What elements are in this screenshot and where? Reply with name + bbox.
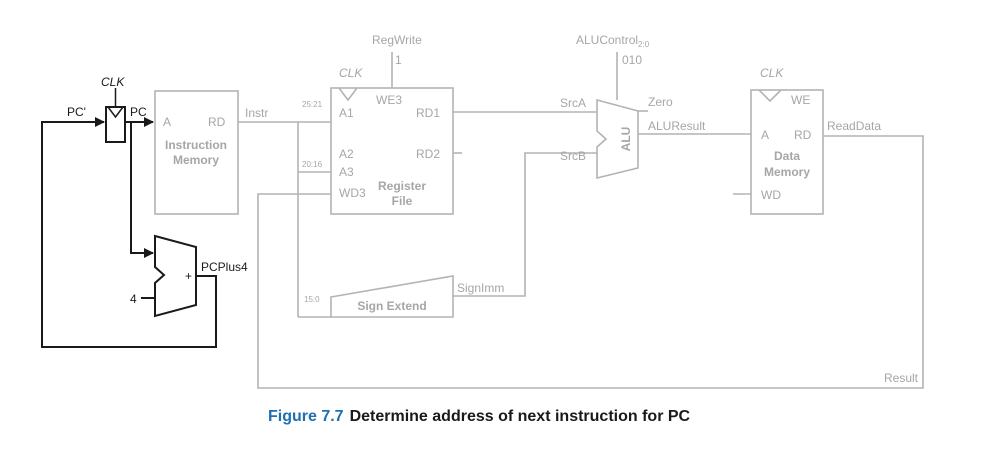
- result-label: Result: [884, 371, 919, 385]
- data-mem-label-1: Data: [774, 149, 800, 163]
- pc-clk-label: CLK: [101, 75, 125, 89]
- figure-number: Figure 7.7: [268, 408, 344, 425]
- figure-caption: Figure 7.7 Determine address of next inst…: [268, 408, 690, 426]
- bits-15-0-label: 15:0: [304, 295, 320, 304]
- reg-file-wd3: WD3: [339, 186, 366, 200]
- data-mem-rd: RD: [794, 128, 812, 142]
- data-mem-wd: WD: [761, 188, 781, 202]
- register-file: WE3 A1 RD1 A2 RD2 A3 WD3 Register File: [330, 87, 454, 215]
- bits-25-21-label: 25:21: [302, 100, 323, 109]
- reg-file-clk-label: CLK: [339, 66, 363, 80]
- zero-label: Zero: [648, 95, 673, 109]
- pcplus4-feedback-wire: [41, 117, 217, 348]
- bits-20-16-label: 20:16: [302, 160, 323, 169]
- data-mem-clk-label: CLK: [760, 66, 784, 80]
- reg-file-label-2: File: [392, 194, 413, 208]
- aluresult-label: ALUResult: [648, 119, 706, 133]
- reg-file-rd1: RD1: [416, 106, 440, 120]
- reg-file-we3: WE3: [376, 93, 402, 107]
- alu: ALU: [596, 98, 639, 180]
- alu-label: ALU: [619, 127, 633, 152]
- readdata-label: ReadData: [827, 119, 881, 133]
- srcb-label: SrcB: [560, 149, 586, 163]
- instruction-memory: A RD Instruction Memory: [154, 90, 239, 215]
- data-mem-label-2: Memory: [764, 165, 810, 179]
- pc-register: CLK: [101, 75, 126, 143]
- sign-extend-label: Sign Extend: [357, 299, 426, 313]
- data-mem-we: WE: [791, 93, 810, 107]
- alucontrol-label: ALUControl2:0: [576, 33, 650, 49]
- figure-caption-text: Determine address of next instruction fo…: [349, 408, 691, 425]
- regwrite-value: 1: [395, 53, 402, 67]
- constant-four-label: 4: [130, 292, 137, 306]
- reg-file-a1: A1: [339, 106, 354, 120]
- data-memory: WE A RD Data Memory WD: [750, 89, 824, 215]
- signimm-wire: [453, 152, 597, 297]
- sign-extend: Sign Extend: [330, 275, 454, 318]
- pcplus4-label: PCPlus4: [201, 260, 248, 274]
- instr-label: Instr: [245, 106, 268, 120]
- instr-mem-label-1: Instruction: [165, 138, 227, 152]
- signimm-label: SignImm: [457, 281, 504, 295]
- data-mem-a: A: [761, 128, 769, 142]
- instr-mem-port-rd: RD: [208, 115, 226, 129]
- alucontrol-value: 010: [622, 53, 642, 67]
- adder-plus-sign: +: [185, 269, 192, 283]
- pc-label: PC: [130, 105, 147, 119]
- pc-prime-label: PC': [67, 105, 86, 119]
- reg-file-rd2: RD2: [416, 147, 440, 161]
- regwrite-label: RegWrite: [372, 33, 422, 47]
- pc-to-adder-wire: [130, 122, 154, 258]
- reg-file-a2: A2: [339, 147, 354, 161]
- readdata-result-wire: [257, 135, 924, 389]
- pc-adder: +: [154, 234, 197, 318]
- instr-mem-port-a: A: [163, 115, 171, 129]
- reg-file-a3: A3: [339, 165, 354, 179]
- instr-mem-label-2: Memory: [173, 153, 219, 167]
- srca-label: SrcA: [560, 96, 586, 110]
- reg-file-label-1: Register: [378, 179, 426, 193]
